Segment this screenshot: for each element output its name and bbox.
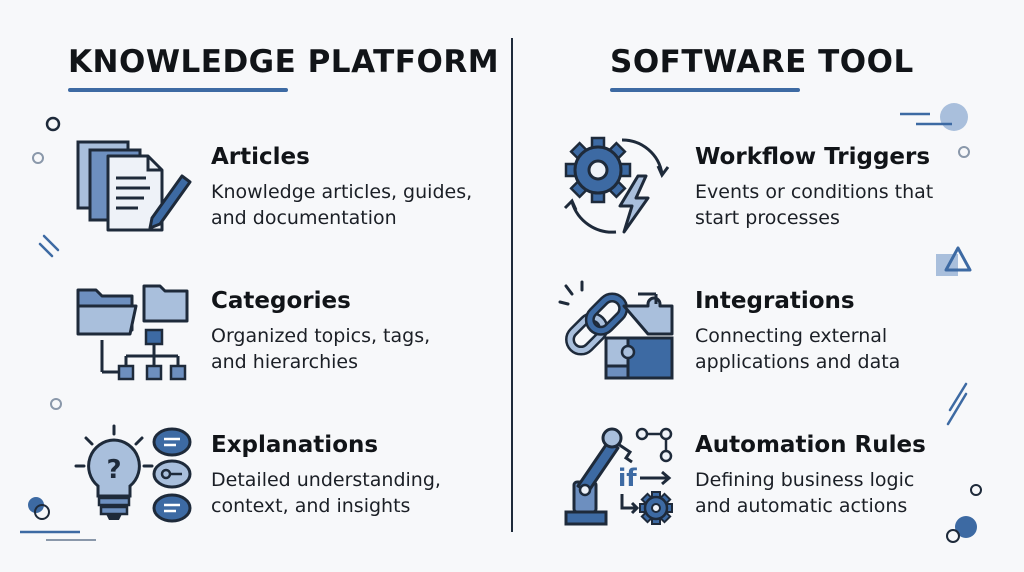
item-desc-explanations-1: Detailed understanding, [211, 469, 441, 491]
item-desc-automation-rules-1: Defining business logic [695, 469, 915, 491]
right-column-title: SOFTWARE TOOL [610, 44, 914, 80]
folder-hierarchy-icon [76, 284, 189, 381]
gear-lightning-icon [563, 136, 670, 234]
item-desc-workflow-triggers-1: Events or conditions that [695, 181, 934, 203]
item-heading-workflow-triggers: Workflow Triggers [695, 144, 931, 170]
item-desc-explanations-2: context, and insights [211, 495, 411, 517]
deco-dot-icon [28, 497, 44, 513]
deco-dot-icon [940, 103, 968, 131]
item-desc-integrations-2: applications and data [695, 351, 901, 373]
document-pen-icon [76, 140, 192, 232]
item-desc-articles-2: and documentation [211, 207, 397, 229]
item-desc-categories-2: and hierarchies [211, 351, 358, 373]
deco-ring-icon [50, 398, 62, 410]
deco-ring-icon [958, 146, 970, 158]
if-label: if [618, 464, 637, 492]
deco-ring-icon [32, 152, 44, 164]
item-desc-articles-1: Knowledge articles, guides, [211, 181, 473, 203]
right-title-underline [610, 88, 800, 92]
left-title-underline [68, 88, 288, 92]
chain-puzzle-icon [558, 280, 674, 380]
item-desc-categories-1: Organized topics, tags, [211, 325, 431, 347]
deco-ring-icon [970, 484, 982, 496]
svg-text:?: ? [106, 455, 121, 485]
item-heading-articles: Articles [211, 144, 310, 170]
item-desc-integrations-1: Connecting external [695, 325, 888, 347]
lightbulb-question-icon: ? [74, 424, 192, 523]
left-column-title: KNOWLEDGE PLATFORM [68, 44, 500, 80]
deco-triangle-icon [944, 246, 972, 272]
robot-arm-if-icon: if [564, 427, 673, 526]
item-heading-categories: Categories [211, 288, 351, 314]
deco-square-icon [936, 254, 958, 276]
deco-ring-icon [45, 116, 61, 132]
deco-ring-icon [34, 504, 50, 520]
deco-slash-icon [946, 382, 968, 426]
deco-ring-icon [946, 529, 960, 543]
item-desc-workflow-triggers-2: start processes [695, 207, 840, 229]
center-divider [511, 38, 513, 532]
deco-slash-icon [38, 234, 60, 258]
item-heading-explanations: Explanations [211, 432, 379, 458]
deco-dot-icon [955, 516, 977, 538]
item-desc-automation-rules-2: and automatic actions [695, 495, 908, 517]
item-heading-integrations: Integrations [695, 288, 855, 314]
item-heading-automation-rules: Automation Rules [695, 432, 926, 458]
